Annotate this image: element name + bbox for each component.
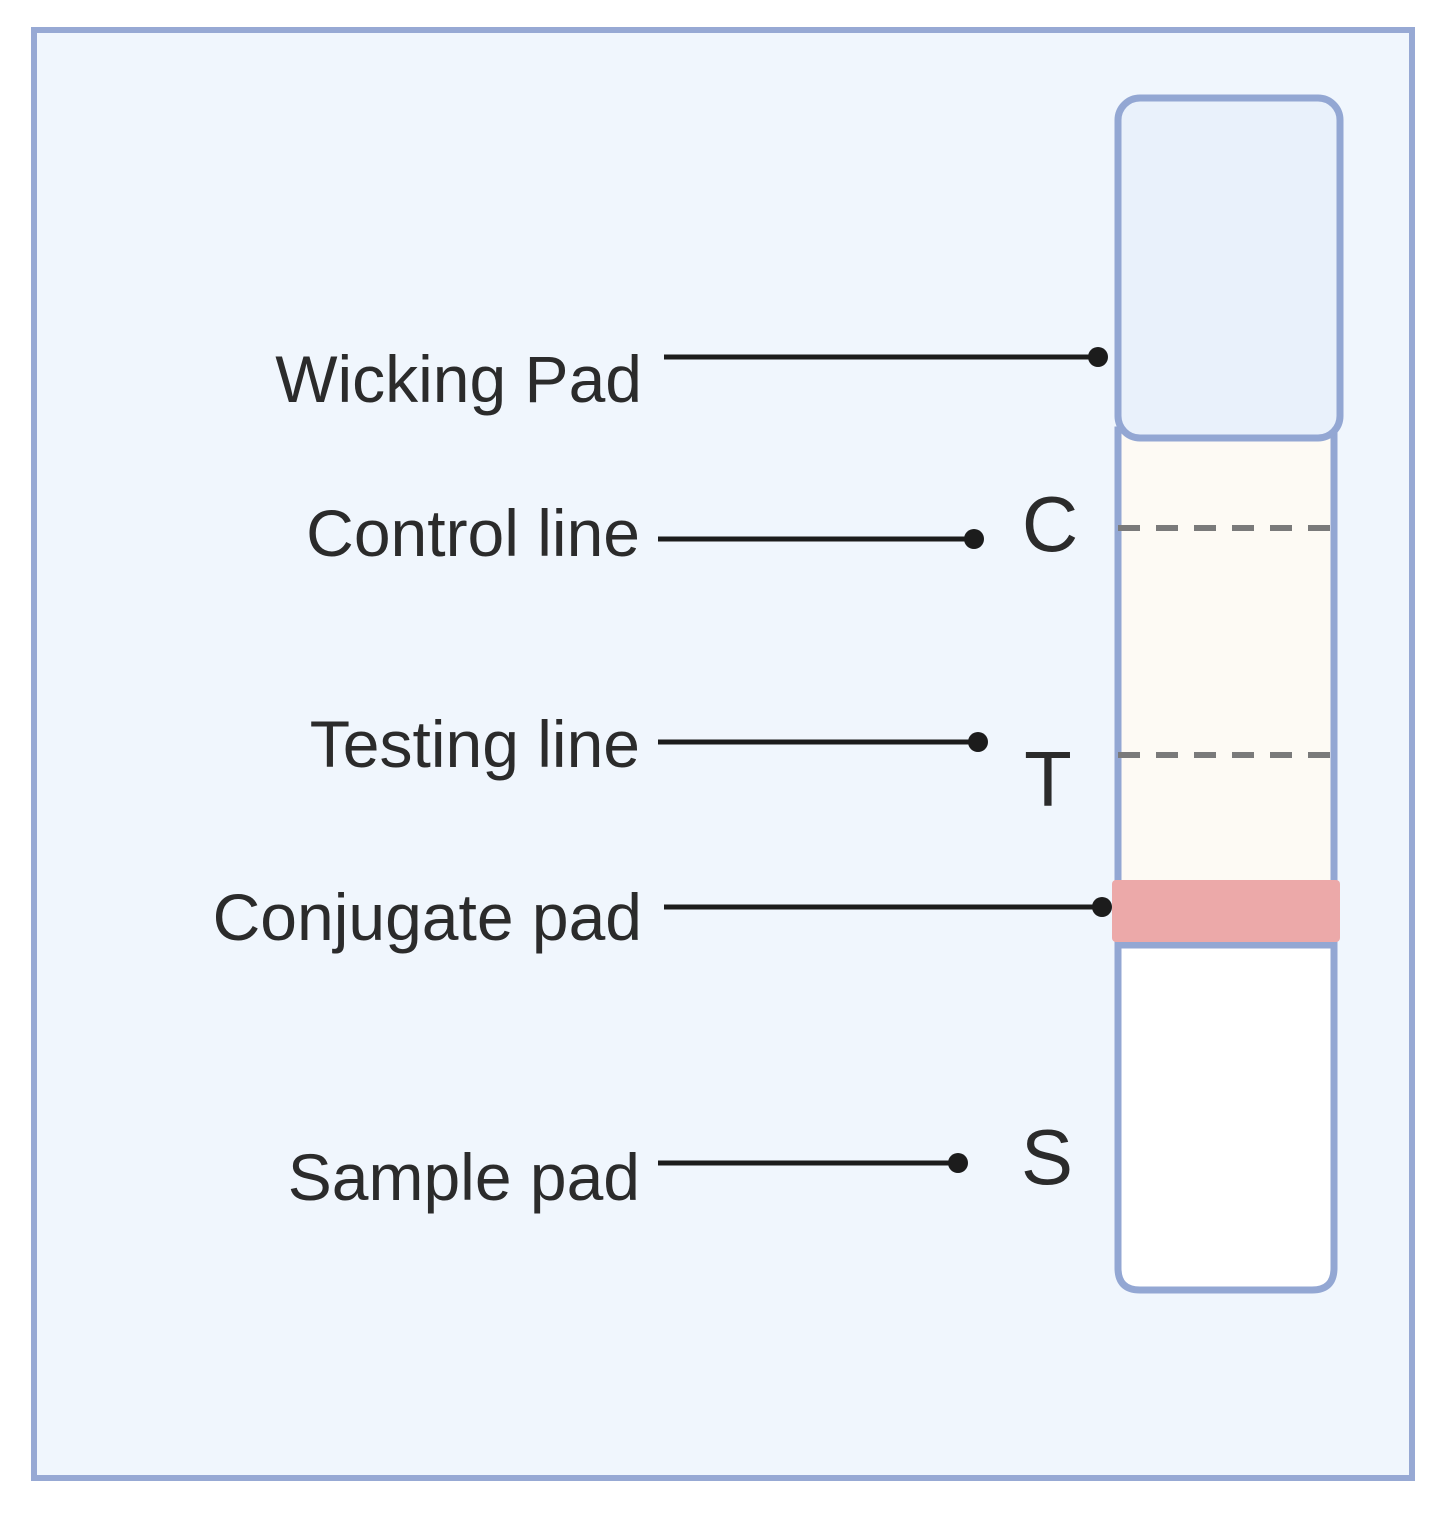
wicking-pad-label: Wicking Pad — [275, 342, 642, 416]
control-line-label: Control line — [306, 496, 640, 570]
control-line-leader — [658, 529, 984, 549]
sample-marker: S — [1021, 1113, 1073, 1201]
wicking-pad-leader — [664, 347, 1108, 367]
wicking-pad-region — [1114, 94, 1344, 442]
sample-pad-region — [1114, 936, 1338, 1294]
testing-line-leader — [658, 732, 988, 752]
conjugate-pad-band — [1112, 880, 1340, 942]
conjugate-pad-leader — [664, 897, 1112, 917]
test-marker: T — [1024, 735, 1072, 823]
sample-pad-label: Sample pad — [288, 1140, 640, 1214]
membrane-region — [1114, 426, 1338, 949]
sample-pad-leader — [658, 1153, 968, 1173]
control-marker: C — [1022, 480, 1078, 568]
testing-line-label: Testing line — [310, 707, 640, 781]
conjugate-pad-label: Conjugate pad — [213, 880, 642, 954]
